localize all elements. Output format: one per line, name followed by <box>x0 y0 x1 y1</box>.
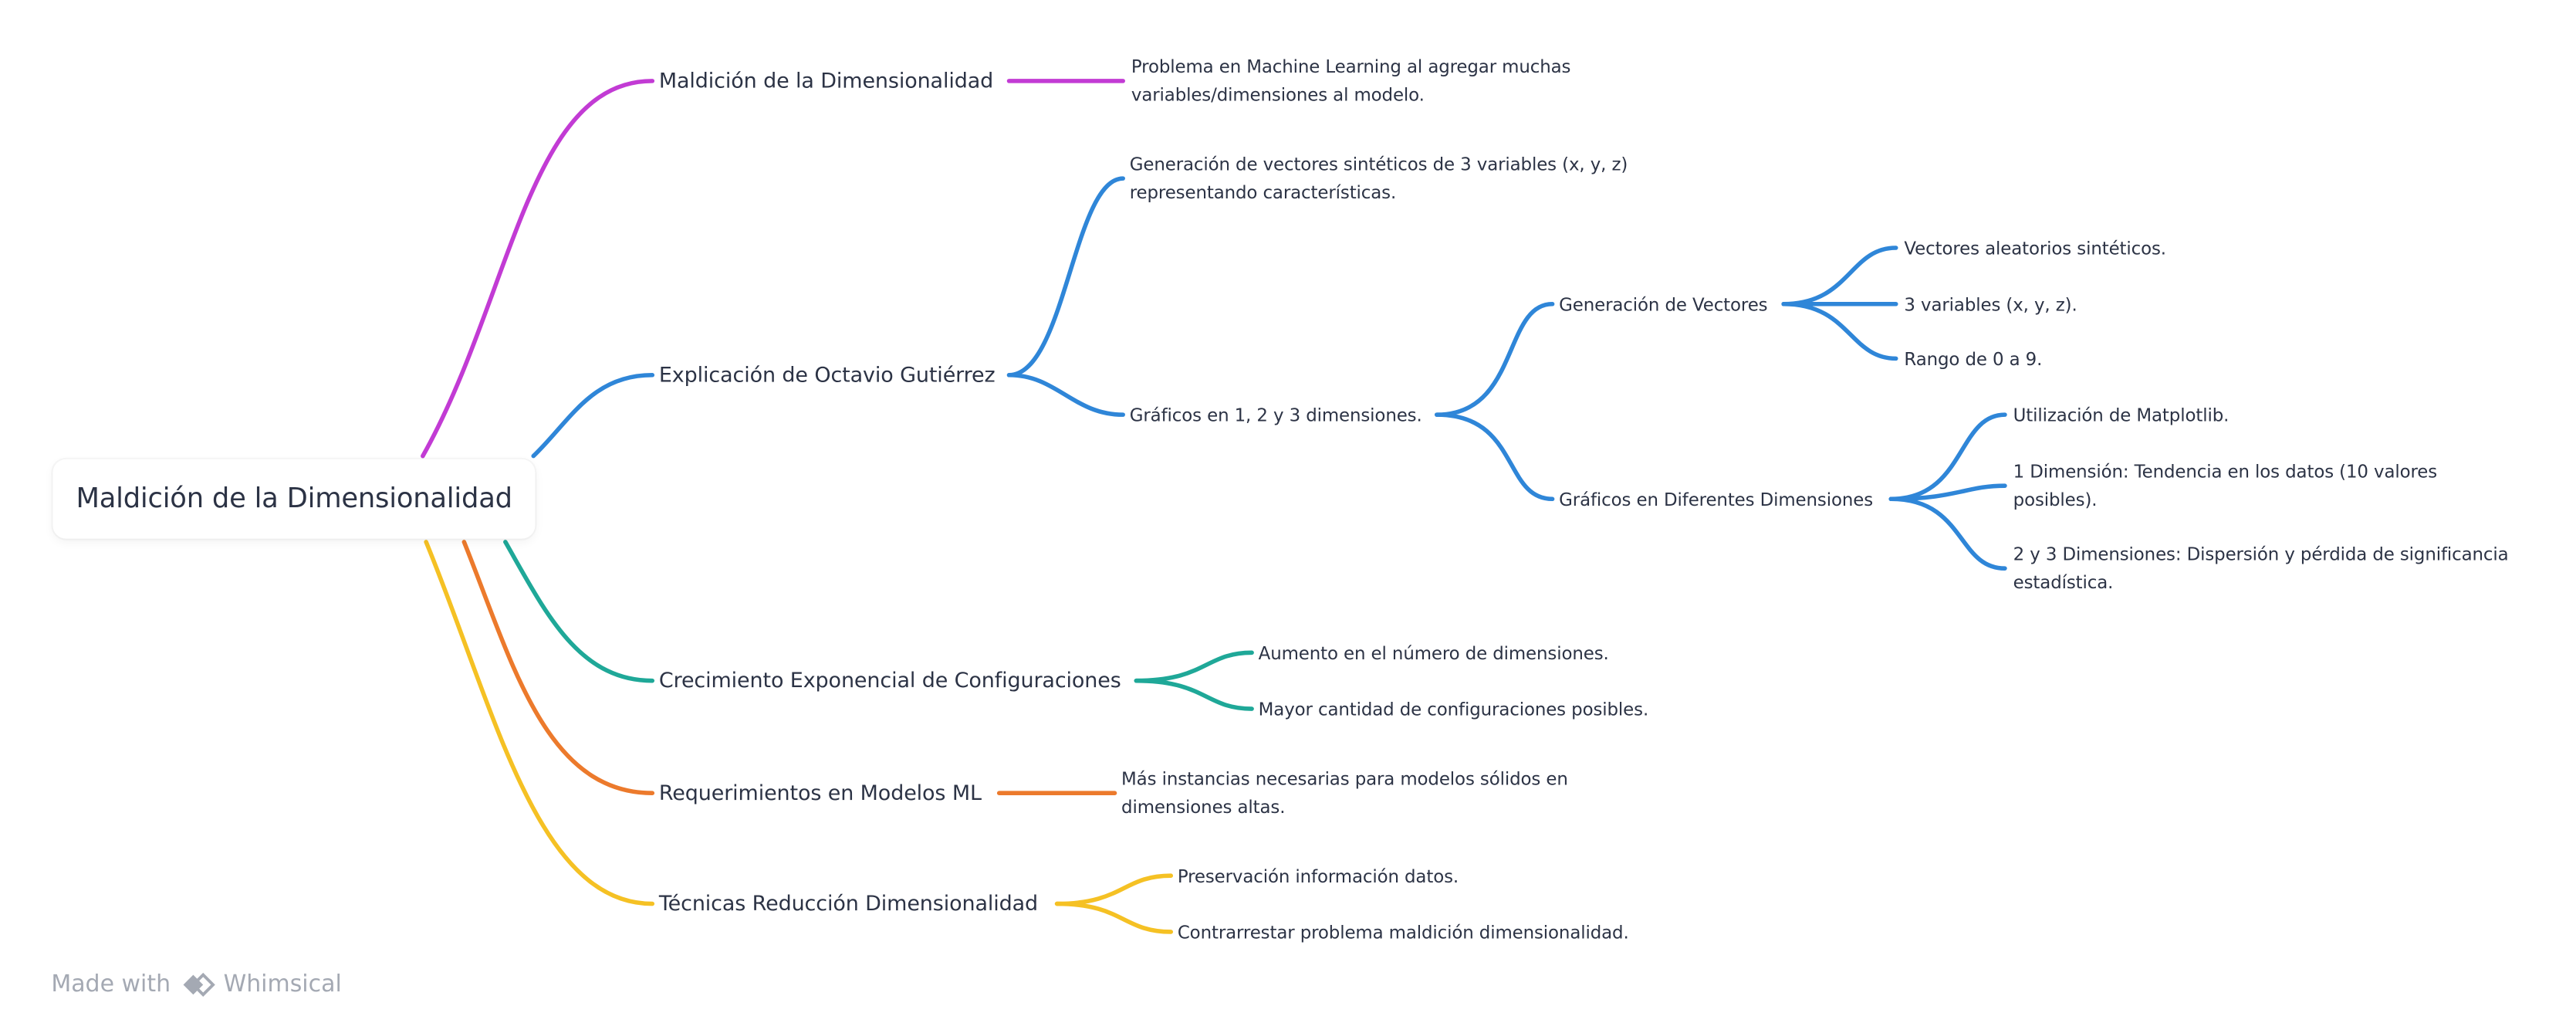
branch-node-explicacion[interactable]: Explicación de Octavio Gutiérrez <box>658 361 996 387</box>
whimsical-brand-label: Whimsical <box>223 971 342 998</box>
connector-b3-leaf2 <box>1134 678 1254 711</box>
leaf-line: Más instancias necesarias para modelos s… <box>1121 768 1568 790</box>
whimsical-logo-icon <box>184 972 216 998</box>
leaf-node[interactable]: 1 Dimensión: Tendencia en los datos (10 … <box>2013 458 2438 514</box>
leaf-line: variables/dimensiones al modelo. <box>1131 84 1425 106</box>
leaf-node[interactable]: Utilización de Matplotlib. <box>2013 401 2229 429</box>
leaf-line: Problema en Machine Learning al agregar … <box>1131 56 1571 78</box>
leaf-node[interactable]: 3 variables (x, y, z). <box>1904 291 2077 319</box>
connector-graficos-generacion <box>1435 301 1555 417</box>
leaf-line: posibles). <box>2013 489 2098 511</box>
leaf-line: Preservación información datos. <box>1177 865 1459 888</box>
leaf-node[interactable]: Problema en Machine Learning al agregar … <box>1131 53 1571 109</box>
root-node-label: Maldición de la Dimensionalidad <box>76 482 512 514</box>
leaf-line: Gráficos en Diferentes Dimensiones <box>1559 489 1874 511</box>
made-with-whimsical-link[interactable]: Made with Whimsical <box>51 971 341 998</box>
branch-node-crecimiento[interactable]: Crecimiento Exponencial de Configuracion… <box>658 667 1121 693</box>
leaf-node[interactable]: Preservación información datos. <box>1178 862 1459 890</box>
leaf-node[interactable]: Rango de 0 a 9. <box>1904 345 2042 373</box>
connector-root-branch5 <box>424 540 655 906</box>
leaf-line: 1 Dimensión: Tendencia en los datos (10 … <box>2013 461 2438 483</box>
leaf-line: dimensiones altas. <box>1121 796 1286 818</box>
connector-b5-leaf1 <box>1054 873 1174 906</box>
sub-node-graficos-1-2-3[interactable]: Gráficos en 1, 2 y 3 dimensiones. <box>1130 401 1422 429</box>
leaf-line: Aumento en el número de dimensiones. <box>1258 642 1609 665</box>
leaf-node[interactable]: Contrarrestar problema maldición dimensi… <box>1178 919 1629 947</box>
leaf-node[interactable]: Mayor cantidad de configuraciones posibl… <box>1258 696 1649 723</box>
made-with-label: Made with <box>51 971 171 998</box>
connector-root-branch2 <box>531 372 655 459</box>
leaf-line: estadística. <box>2013 571 2114 594</box>
connector-b2-leaf1 <box>1006 176 1125 378</box>
leaf-line: Contrarrestar problema maldición dimensi… <box>1177 922 1629 943</box>
leaf-node[interactable]: Generación de vectores sintéticos de 3 v… <box>1130 151 1628 207</box>
connector-dif-leaf3 <box>1888 496 2007 571</box>
connector-b3-leaf1 <box>1134 650 1254 683</box>
connector-graficos-diferentes <box>1435 412 1555 502</box>
leaf-line: Generación de Vectores <box>1559 293 1768 316</box>
leaf-node[interactable]: Aumento en el número de dimensiones. <box>1259 639 1609 667</box>
root-node-card[interactable] <box>52 459 536 539</box>
connector-b2-leaf2 <box>1006 372 1125 417</box>
connector-dif-leaf1 <box>1888 412 2007 502</box>
leaf-node[interactable]: Vectores aleatorios sintéticos. <box>1904 235 2166 263</box>
sub-node-generacion-vectores[interactable]: Generación de Vectores <box>1559 291 1767 319</box>
leaf-line: Gráficos en 1, 2 y 3 dimensiones. <box>1129 405 1422 427</box>
connector-gen-leaf3 <box>1781 301 1898 361</box>
connector-b5-leaf2 <box>1054 901 1174 934</box>
connector-root-branch4 <box>461 540 655 795</box>
leaf-line: Mayor cantidad de configuraciones posibl… <box>1258 699 1649 721</box>
leaf-line: Generación de vectores sintéticos de 3 v… <box>1129 154 1628 175</box>
leaf-line: 2 y 3 Dimensiones: Dispersión y pérdida … <box>2013 544 2509 565</box>
leaf-line: Rango de 0 a 9. <box>1904 348 2043 371</box>
connector-root-branch1 <box>421 79 655 459</box>
branch-node-maldicion[interactable]: Maldición de la Dimensionalidad <box>658 67 994 93</box>
branch-node-requerimientos[interactable]: Requerimientos en Modelos ML <box>658 780 982 805</box>
branch-node-tecnicas[interactable]: Técnicas Reducción Dimensionalidad <box>658 890 1039 916</box>
leaf-line: representando características. <box>1129 181 1397 204</box>
leaf-node[interactable]: 2 y 3 Dimensiones: Dispersión y pérdida … <box>2013 540 2509 597</box>
leaf-line: Utilización de Matplotlib. <box>2013 405 2229 427</box>
connector-root-branch3 <box>503 540 655 683</box>
leaf-node[interactable]: Más instancias necesarias para modelos s… <box>1121 765 1568 821</box>
connector-gen-leaf1 <box>1781 246 1898 307</box>
leaf-line: 3 variables (x, y, z). <box>1904 293 2077 316</box>
connector-dif-leaf2 <box>1888 483 2007 502</box>
sub-node-graficos-diferentes[interactable]: Gráficos en Diferentes Dimensiones <box>1559 486 1873 513</box>
leaf-line: Vectores aleatorios sintéticos. <box>1904 238 2166 259</box>
